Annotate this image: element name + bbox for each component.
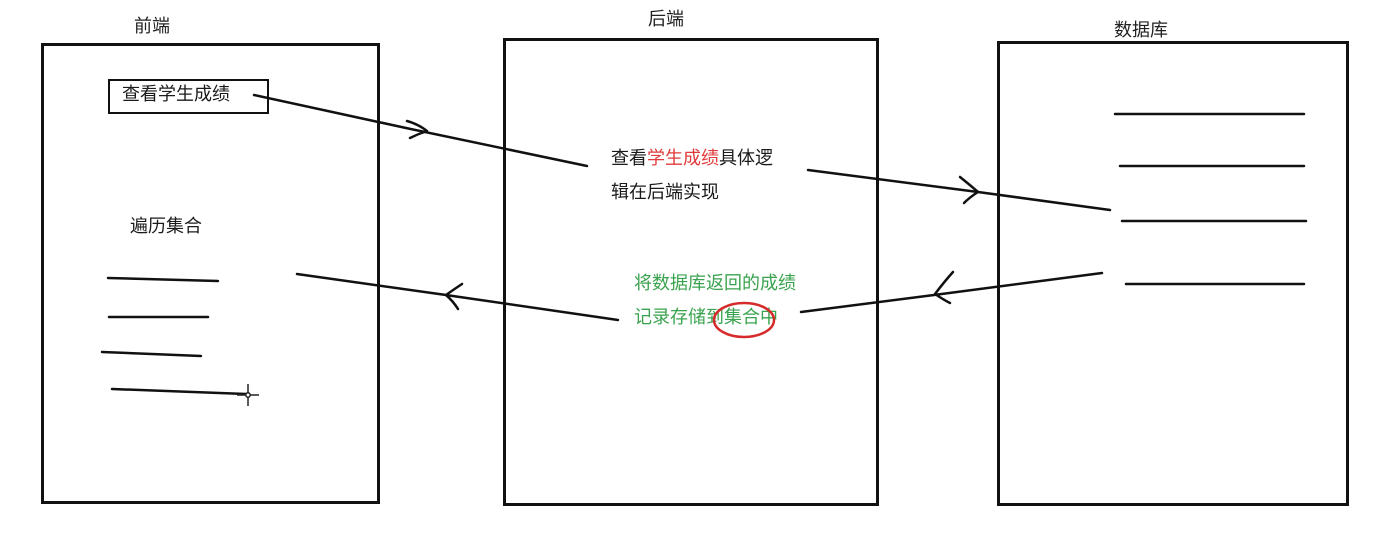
logic-suffix: 具体逻 (719, 148, 773, 169)
return-arrow-head (933, 270, 955, 305)
store-suffix: 中 (760, 307, 778, 328)
database-title: 数据库 (1114, 20, 1168, 41)
logic-prefix: 查看 (611, 148, 647, 169)
frontend-title: 前端 (134, 16, 170, 37)
query-arrow-head (958, 175, 980, 205)
request-arrow-head (405, 119, 429, 140)
backend-logic-line2: 辑在后端实现 (611, 182, 719, 203)
backend-title: 后端 (648, 9, 684, 30)
iterate-collection-label: 遍历集合 (130, 216, 202, 237)
database-box (997, 41, 1349, 506)
backend-store-line2: 记录存储到集合中 (634, 302, 778, 334)
result-arrow-head (444, 282, 464, 311)
store-circled-collection: 集合 (724, 307, 760, 328)
view-student-scores-button[interactable]: 查看学生成绩 (108, 79, 269, 114)
logic-highlight-student-scores: 学生成绩 (647, 148, 719, 169)
backend-store-line1: 将数据库返回的成绩 (634, 273, 796, 294)
store-prefix: 记录存储到 (634, 307, 724, 328)
backend-logic-line1: 查看学生成绩具体逻 (611, 143, 773, 175)
